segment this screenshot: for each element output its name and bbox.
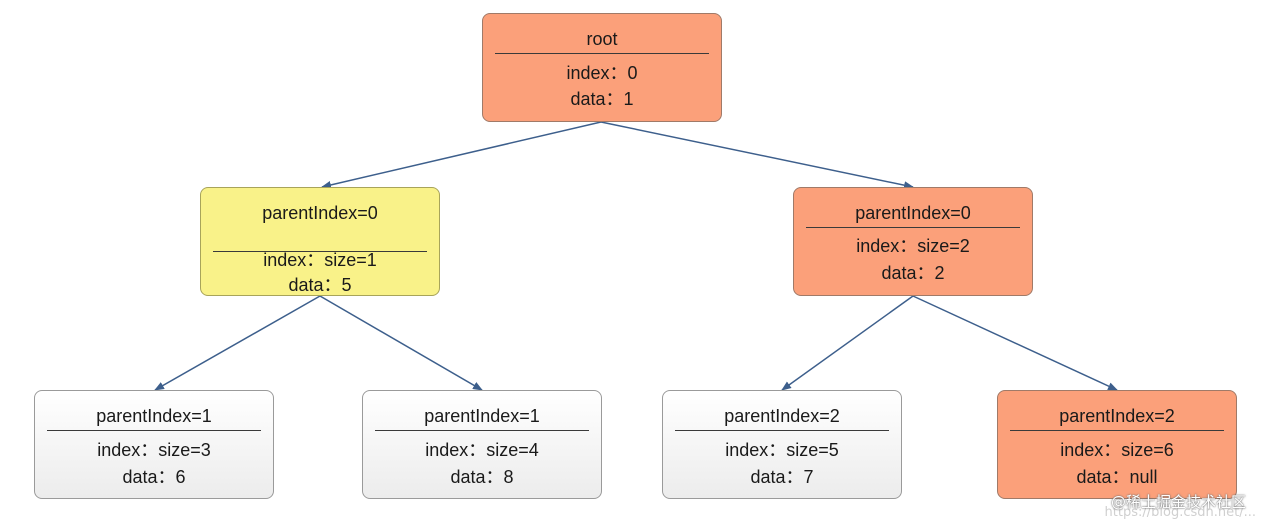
- node-index: index：size=1: [263, 250, 377, 270]
- edge-right-rl: [781, 295, 914, 391]
- node-divider: [213, 251, 427, 252]
- watermark-url: https://blog.csdn.net/...: [1104, 505, 1256, 520]
- left-left-node: parentIndex=1 index：size=3 data：6: [34, 390, 274, 499]
- node-divider: [1010, 430, 1224, 431]
- node-data: data：null: [1076, 467, 1158, 487]
- node-index: index：size=5: [725, 440, 839, 460]
- node-divider: [495, 53, 709, 54]
- right-right-node: parentIndex=2 index：size=6 data：null: [997, 390, 1237, 499]
- edge-left-ll: [154, 295, 321, 391]
- watermark-label: @稀土掘金技术社区: [1110, 493, 1246, 511]
- node-divider: [675, 430, 889, 431]
- right-left-node: parentIndex=2 index：size=5 data：7: [662, 390, 902, 499]
- node-title: parentIndex=0: [855, 203, 971, 223]
- node-title: root: [586, 29, 618, 49]
- node-title: parentIndex=0: [262, 203, 378, 223]
- node-data: data：8: [450, 467, 514, 487]
- node-title: parentIndex=2: [724, 406, 840, 426]
- node-data: data：1: [570, 89, 634, 109]
- node-index: index：size=6: [1060, 440, 1174, 460]
- node-data: data：5: [288, 275, 352, 295]
- node-title: parentIndex=2: [1059, 406, 1175, 426]
- left-node: parentIndex=0 index：size=1 data：5: [200, 187, 440, 296]
- edge-right-rr: [912, 295, 1118, 391]
- node-data: data：6: [122, 467, 186, 487]
- root-node: root index：0 data：1: [482, 13, 722, 122]
- node-divider: [806, 227, 1020, 228]
- node-index: index：size=3: [97, 440, 211, 460]
- node-divider: [375, 430, 589, 431]
- edge-root-right: [600, 121, 914, 190]
- node-index: index：0: [566, 63, 638, 83]
- right-node: parentIndex=0 index：size=2 data：2: [793, 187, 1033, 296]
- node-title: parentIndex=1: [424, 406, 540, 426]
- edge-root-left: [321, 121, 602, 189]
- node-index: index：size=2: [856, 236, 970, 256]
- node-title: parentIndex=1: [96, 406, 212, 426]
- edge-left-lr: [319, 295, 483, 391]
- node-data: data：7: [750, 467, 814, 487]
- node-divider: [47, 430, 261, 431]
- node-index: index：size=4: [425, 440, 539, 460]
- left-right-node: parentIndex=1 index：size=4 data：8: [362, 390, 602, 499]
- node-data: data：2: [881, 263, 945, 283]
